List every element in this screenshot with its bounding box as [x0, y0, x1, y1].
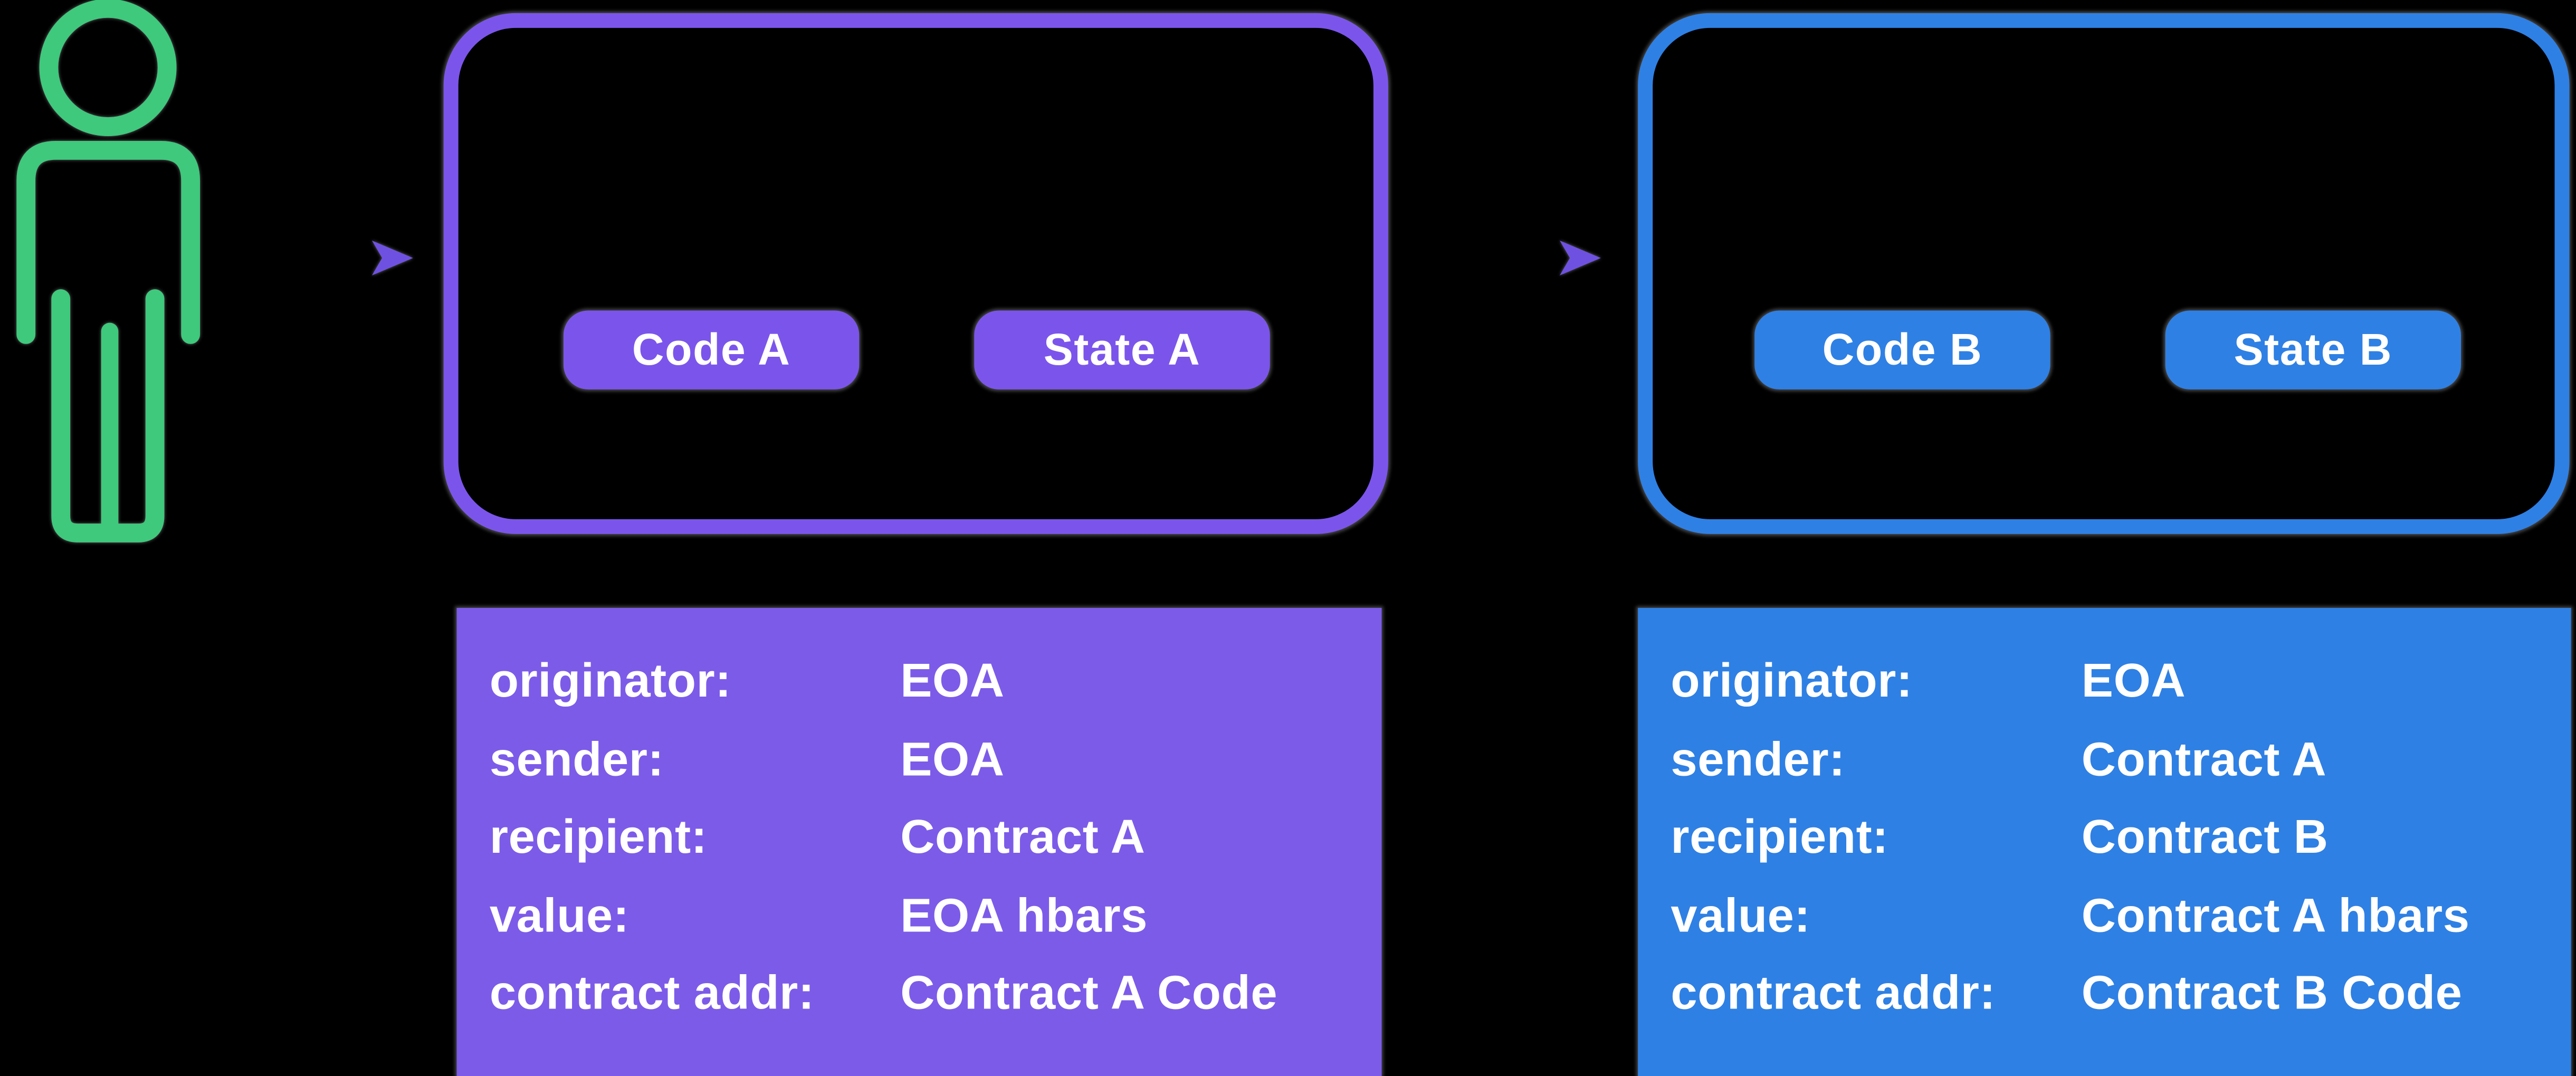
- state-b-label: State B: [2234, 324, 2393, 374]
- detail-row: originator: EOA: [1671, 644, 2571, 722]
- detail-value: Contract B: [2081, 812, 2329, 865]
- detail-value: Contract A hbars: [2081, 890, 2470, 943]
- detail-row: value: Contract A hbars: [1671, 878, 2571, 956]
- detail-value: EOA: [900, 656, 1005, 709]
- detail-label: recipient:: [1671, 812, 1889, 865]
- detail-value: Contract B Code: [2081, 968, 2463, 1021]
- detail-row: value: EOA hbars: [490, 878, 1382, 956]
- state-a-label: State A: [1043, 324, 1201, 374]
- person-icon: [16, 0, 201, 542]
- code-a-label: Code A: [632, 324, 791, 374]
- detail-label: value:: [489, 890, 629, 943]
- contract-b-call-details-panel: originator: EOA sender: Contract A recip…: [1638, 607, 2571, 1076]
- detail-label: sender:: [489, 734, 664, 787]
- person-head: [39, 0, 177, 136]
- detail-value: Contract A: [2081, 734, 2327, 787]
- detail-value: EOA hbars: [900, 890, 1148, 943]
- detail-label: originator:: [1671, 656, 1913, 709]
- detail-label: sender:: [1671, 734, 1845, 787]
- detail-row: contract addr: Contract B Code: [1671, 956, 2571, 1034]
- arrow-eoa-to-contract-a-icon: [233, 240, 413, 275]
- contract-b-box: [1638, 13, 2570, 534]
- detail-row: sender: Contract A: [1671, 722, 2571, 800]
- contract-a-box: [443, 13, 1388, 534]
- detail-label: recipient:: [489, 812, 708, 865]
- state-a-pill: State A: [974, 310, 1270, 389]
- detail-row: originator: EOA: [490, 644, 1382, 722]
- detail-value: Contract A Code: [900, 968, 1278, 1021]
- detail-value: EOA: [900, 734, 1005, 787]
- detail-label: contract addr:: [489, 968, 815, 1021]
- detail-value: EOA: [2081, 656, 2186, 709]
- contract-a-call-details-panel: originator: EOA sender: EOA recipient: C…: [456, 607, 1382, 1076]
- arrow-contract-a-to-contract-b-icon: [1421, 240, 1601, 275]
- detail-label: contract addr:: [1671, 968, 1996, 1021]
- detail-row: contract addr: Contract A Code: [490, 956, 1382, 1034]
- detail-row: sender: EOA: [490, 722, 1382, 800]
- code-b-pill: Code B: [1754, 310, 2050, 389]
- detail-label: value:: [1671, 890, 1811, 943]
- code-b-label: Code B: [1822, 324, 1983, 374]
- detail-row: recipient: Contract A: [490, 800, 1382, 878]
- detail-label: originator:: [489, 656, 732, 709]
- code-a-pill: Code A: [563, 310, 860, 389]
- state-b-pill: State B: [2165, 310, 2461, 389]
- detail-value: Contract A: [900, 812, 1146, 865]
- person-shoulders: [16, 140, 201, 344]
- detail-row: recipient: Contract B: [1671, 800, 2571, 878]
